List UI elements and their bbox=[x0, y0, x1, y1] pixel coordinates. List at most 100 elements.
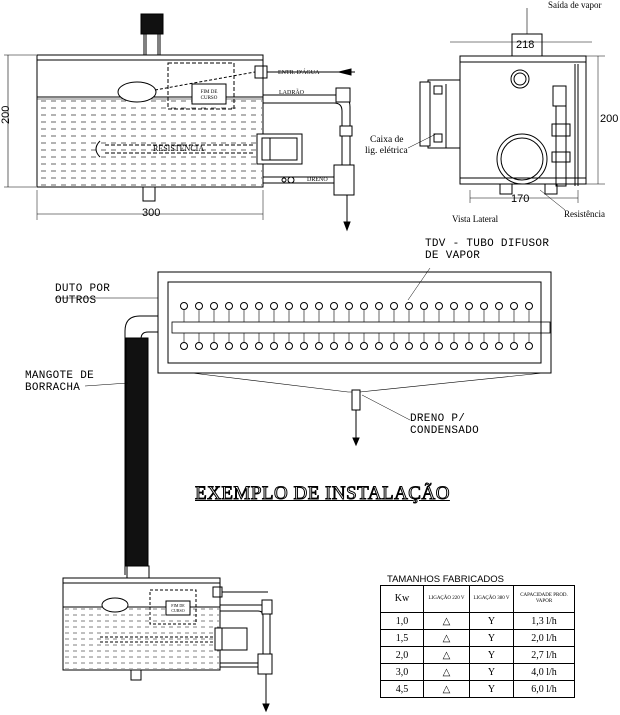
diffuser-nozzle bbox=[270, 342, 278, 350]
diffuser-nozzle bbox=[360, 342, 368, 350]
cell-380v: Y bbox=[469, 680, 514, 698]
cell-capacity: 4,0 l/h bbox=[513, 663, 575, 681]
diffuser-nozzle bbox=[405, 302, 413, 310]
diffuser-tube bbox=[171, 321, 551, 334]
cell-kw: 1,0 bbox=[380, 612, 424, 630]
steam-chimney bbox=[140, 13, 164, 35]
diffuser-nozzle bbox=[300, 302, 308, 310]
header-220v: LIGAÇÃO 220 V bbox=[423, 585, 470, 613]
table-row: 3,0 △ Y 4,0 l/h bbox=[380, 663, 575, 681]
cell-220v: △ bbox=[423, 612, 470, 630]
diffuser-nozzle bbox=[270, 302, 278, 310]
lateral-height-dim: 200 bbox=[600, 113, 619, 125]
label-duto-2: OUTROS bbox=[55, 295, 97, 307]
cell-kw: 1,5 bbox=[380, 629, 424, 647]
cell-capacity: 2,0 l/h bbox=[513, 629, 575, 647]
header-kw: Kw bbox=[380, 585, 424, 613]
label-caixa-1: Caixa de bbox=[370, 135, 404, 145]
cell-kw: 3,0 bbox=[380, 663, 424, 681]
cell-kw: 2,0 bbox=[380, 646, 424, 664]
label-mangote-1: MANGOTE DE bbox=[25, 370, 95, 382]
diffuser-nozzle bbox=[495, 302, 503, 310]
diffuser-nozzle bbox=[285, 342, 293, 350]
diffuser-nozzle bbox=[480, 302, 488, 310]
diffuser-nozzle bbox=[210, 302, 218, 310]
cell-capacity: 6,0 l/h bbox=[513, 680, 575, 698]
lateral-tank bbox=[459, 55, 587, 185]
cell-380v: Y bbox=[469, 612, 514, 630]
diffuser-nozzle bbox=[285, 302, 293, 310]
diffuser-nozzle bbox=[255, 302, 263, 310]
diffuser-nozzle bbox=[465, 342, 473, 350]
diffuser-nozzle bbox=[420, 302, 428, 310]
label-resistencia-front: RESISTÊNCIA bbox=[153, 144, 205, 153]
diffuser-nozzle bbox=[390, 342, 398, 350]
diffuser-nozzle bbox=[465, 302, 473, 310]
diffuser-nozzle bbox=[420, 342, 428, 350]
diffuser-nozzle bbox=[315, 342, 323, 350]
table-row: 1,5 △ Y 2,0 l/h bbox=[380, 629, 575, 647]
diffuser-nozzle bbox=[180, 302, 188, 310]
label-resistencia-lateral: Resistência bbox=[564, 209, 605, 219]
duct-diagram bbox=[55, 267, 552, 575]
diffuser-nozzle bbox=[180, 342, 188, 350]
cell-220v: △ bbox=[423, 629, 470, 647]
diffuser-nozzle bbox=[525, 302, 533, 310]
lateral-top-dim: 218 bbox=[516, 39, 535, 51]
lateral-width-dim: 170 bbox=[511, 193, 530, 205]
front-view-drawing bbox=[4, 13, 355, 232]
diffuser-nozzle bbox=[255, 342, 263, 350]
diffuser-nozzle bbox=[240, 302, 248, 310]
sizes-table: Kw LIGAÇÃO 220 V LIGAÇÃO 380 V CAPACIDAD… bbox=[380, 585, 575, 698]
label-duto-1: DUTO POR bbox=[55, 283, 111, 295]
cell-220v: △ bbox=[423, 680, 470, 698]
diffuser-nozzle bbox=[360, 302, 368, 310]
label-ladrao: LADRÃO bbox=[279, 90, 304, 96]
cell-kw: 4,5 bbox=[380, 680, 424, 698]
diffuser-nozzle bbox=[525, 342, 533, 350]
label-fim-curso: FIM DE CURSO bbox=[200, 90, 218, 101]
diffuser-nozzle bbox=[210, 342, 218, 350]
label-vista-lateral: Vista Lateral bbox=[452, 214, 499, 224]
float-ball bbox=[117, 81, 157, 103]
label-dreno-front: DRENO bbox=[307, 177, 328, 183]
duct-outline bbox=[157, 271, 552, 374]
table-row: 1,0 △ Y 1,3 l/h bbox=[380, 612, 575, 630]
sizes-table-title: TAMANHOS FABRICADOS bbox=[387, 574, 505, 585]
diffuser-nozzle bbox=[450, 342, 458, 350]
label-fim-curso-small: FIM DE CURSO bbox=[171, 603, 185, 613]
cell-380v: Y bbox=[469, 663, 514, 681]
diffuser-nozzle bbox=[345, 342, 353, 350]
diffuser-nozzle bbox=[435, 302, 443, 310]
label-caixa-2: lig. elétrica bbox=[365, 146, 408, 156]
front-width-dim: 300 bbox=[142, 207, 161, 219]
diffuser-nozzle bbox=[330, 302, 338, 310]
diffuser-nozzle bbox=[510, 302, 518, 310]
diffuser-nozzle bbox=[195, 342, 203, 350]
diffuser-nozzle bbox=[480, 342, 488, 350]
label-entrada-agua: ENTR. D'ÁGUA bbox=[278, 70, 320, 76]
label-tdv-1: TDV - TUBO DIFUSOR bbox=[425, 238, 550, 250]
cell-380v: Y bbox=[469, 629, 514, 647]
lateral-view-drawing bbox=[407, 8, 605, 211]
label-mangote-2: BORRACHA bbox=[25, 382, 81, 394]
diffuser-nozzle bbox=[435, 342, 443, 350]
installation-title: EXEMPLO DE INSTALAÇÃO bbox=[195, 483, 450, 505]
resistance-flange bbox=[496, 133, 548, 185]
diffuser-nozzle bbox=[315, 302, 323, 310]
cell-220v: △ bbox=[423, 663, 470, 681]
table-row: 4,5 △ Y 6,0 l/h bbox=[380, 680, 575, 698]
label-saida-vapor: Saída de vapor bbox=[548, 0, 602, 10]
cell-capacity: 2,7 l/h bbox=[513, 646, 575, 664]
diffuser-nozzle bbox=[510, 342, 518, 350]
label-tdv-2: DE VAPOR bbox=[425, 250, 481, 262]
diffuser-nozzle bbox=[330, 342, 338, 350]
front-height-dim: 200 bbox=[0, 105, 12, 124]
diffuser-nozzle bbox=[225, 302, 233, 310]
diffuser-nozzle bbox=[300, 342, 308, 350]
diffuser-nozzle bbox=[495, 342, 503, 350]
rubber-hose bbox=[125, 337, 149, 567]
cell-capacity: 1,3 l/h bbox=[513, 612, 575, 630]
label-dreno-2: CONDENSADO bbox=[410, 425, 480, 437]
